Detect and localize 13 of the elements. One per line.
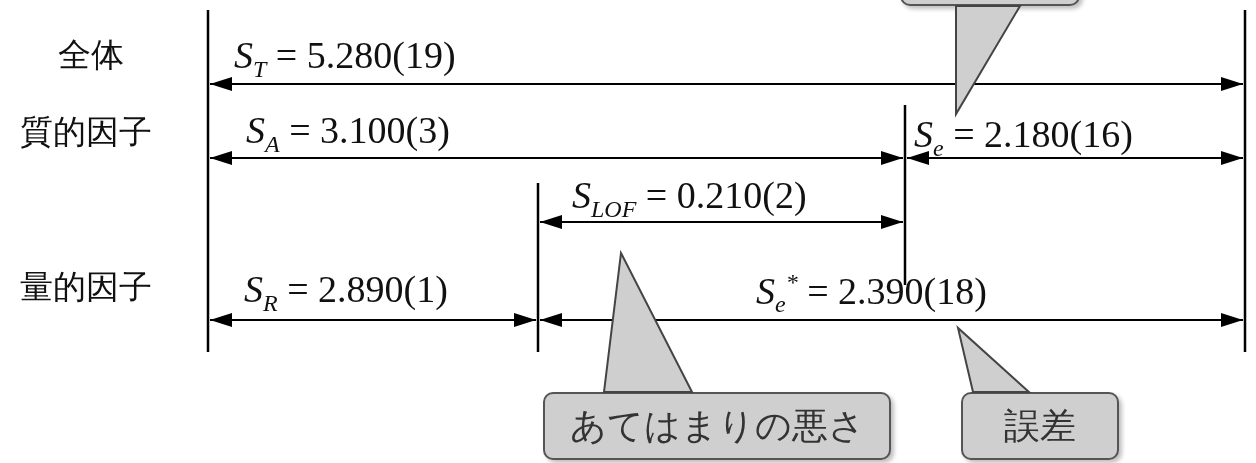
callout-pointer [955, 5, 1022, 118]
formula-text: S$_{T}$ = 5.280(19) [234, 36, 456, 81]
formula-text: S$_{e}$ = 2.180(16) [914, 115, 1133, 160]
row-label: 全体 [58, 38, 124, 71]
formula-text: S$_{A}$ = 3.100(3) [246, 111, 450, 156]
callout-box: あてはまりの悪さ [543, 392, 891, 460]
formula-text: S$_{LOF}$ = 0.210(2) [572, 176, 807, 221]
formula-text: S$_{e}$$^{*}$ = 2.390(18) [756, 270, 987, 317]
row-label: 量的因子 [20, 270, 152, 303]
formula-text: S$_{R}$ = 2.890(1) [244, 270, 448, 315]
row-label: 質的因子 [20, 115, 152, 148]
callout-pointer [602, 249, 694, 393]
callout-pointer [956, 325, 1032, 393]
